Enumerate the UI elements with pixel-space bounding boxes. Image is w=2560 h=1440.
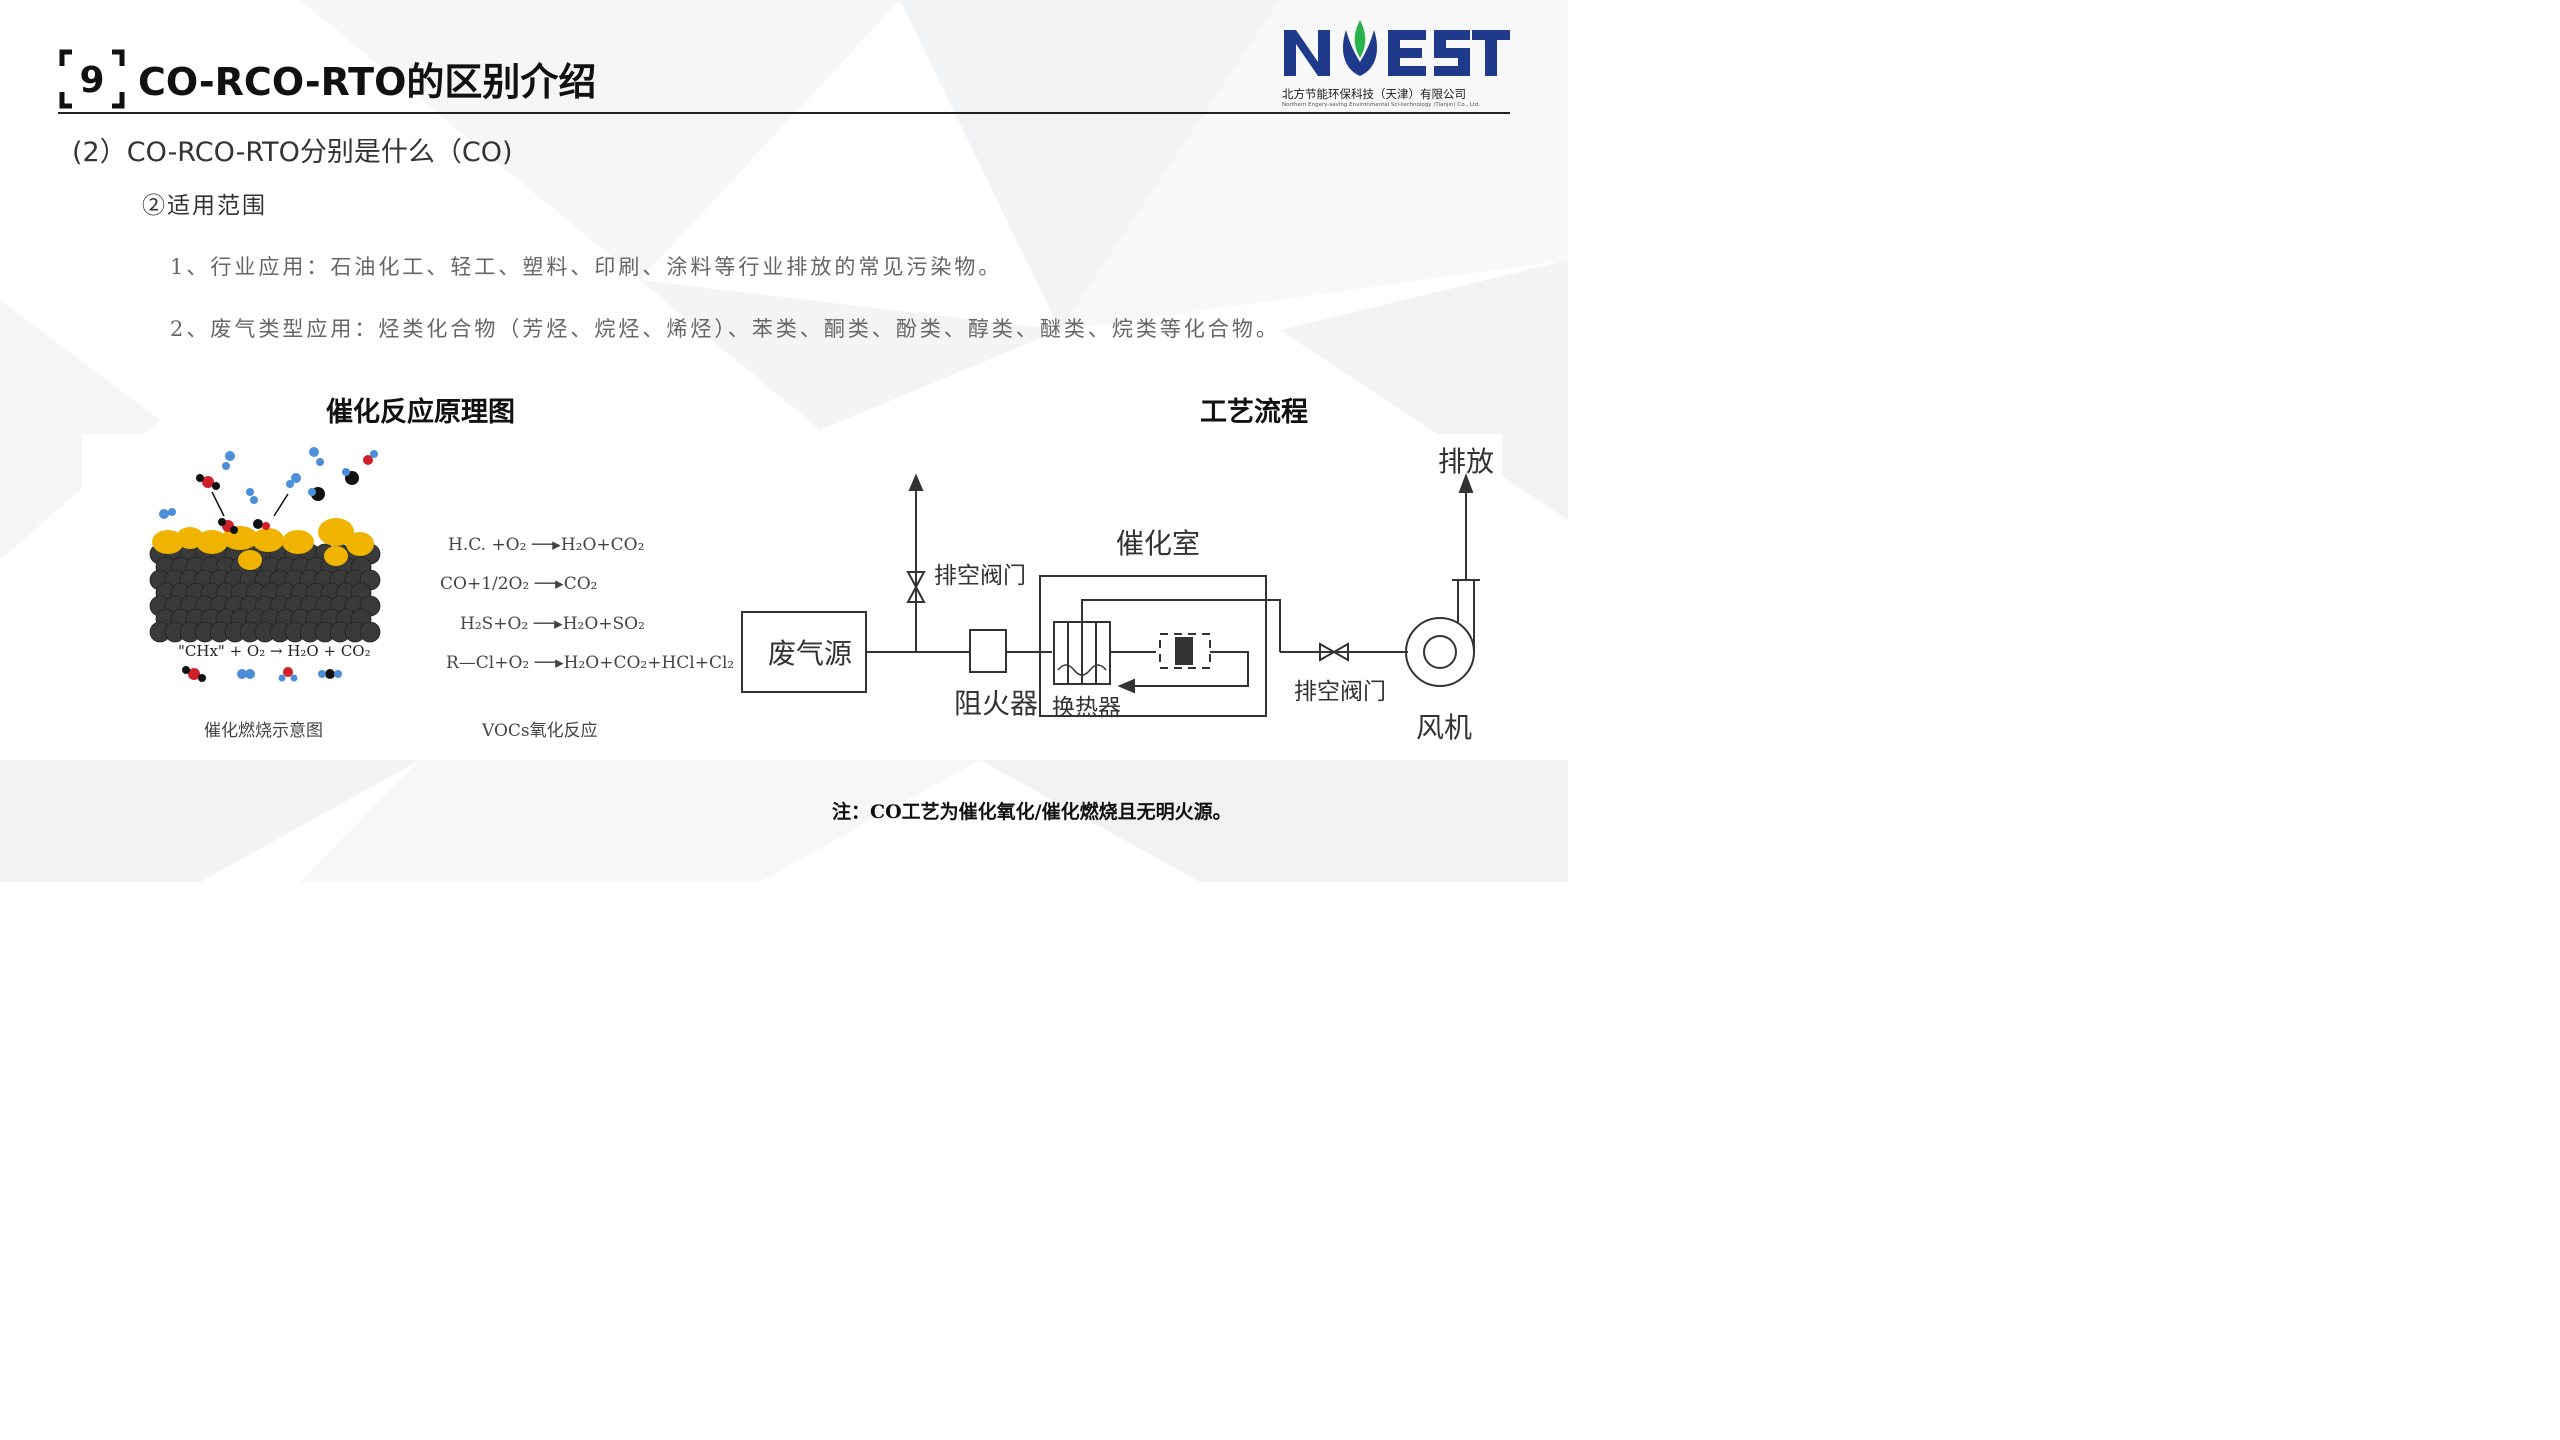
subtitle: (2）CO-RCO-RTO分别是什么（CO): [72, 137, 513, 168]
section-heading: ②适用范围: [142, 193, 267, 219]
label-heat-exchanger: 换热器: [1052, 695, 1121, 721]
reactions-label: VOCs氧化反应: [482, 721, 598, 741]
catalysis-equation: "CHx" + O₂ → H₂O + CO₂: [178, 642, 371, 660]
list-item-gas-type: 2、废气类型应用：烃类化合物（芳烃、烷烃、烯烃）、苯类、酮类、酚类、醇类、醚类、…: [170, 317, 1280, 341]
company-name-cn: 北方节能环保科技（天津）有限公司: [1282, 87, 1466, 101]
label-fan: 风机: [1416, 711, 1473, 744]
catalytic-chamber-box: [1039, 575, 1267, 717]
label-vent-valve-right: 排空阀门: [1294, 679, 1386, 705]
catalyst-particle: [359, 621, 381, 643]
catalyst-particles: [149, 543, 381, 643]
label-flame-arrester: 阻火器: [954, 687, 1039, 720]
section-number-bracket: [59, 49, 125, 109]
footnote: 注：CO工艺为催化氧化/催化燃烧且无明火源。: [832, 801, 1232, 823]
label-waste-gas-source: 废气源: [768, 637, 853, 670]
molecules: [159, 447, 378, 534]
section-number: 9: [79, 59, 105, 101]
caption-process-flow: 工艺流程: [1200, 397, 1308, 428]
label-catalytic-chamber: 催化室: [1116, 527, 1201, 560]
reaction-equation: CO+1/2O₂ ──▸CO₂: [440, 574, 598, 594]
page-title: CO-RCO-RTO的区别介绍: [138, 60, 597, 104]
figure-panel: "CHx" + O₂ → H₂O + CO₂ 催化燃烧示意图 H.C. +O₂ …: [82, 434, 1502, 754]
reaction-equation: H.C. +O₂ ──▸H₂O+CO₂: [448, 535, 645, 555]
title-underline: [58, 112, 1510, 114]
catalysis-diagram-label: 催化燃烧示意图: [204, 721, 323, 741]
reaction-equation: H₂S+O₂ ──▸H₂O+SO₂: [460, 614, 645, 634]
catalysis-illustration: "CHx" + O₂ → H₂O + CO₂: [149, 447, 381, 682]
caption-catalysis-principle: 催化反应原理图: [326, 397, 515, 428]
list-item-industry: 1、行业应用：石油化工、轻工、塑料、印刷、涂料等行业排放的常见污染物。: [170, 255, 1003, 279]
company-logo: [1284, 20, 1510, 76]
label-exhaust: 排放: [1438, 445, 1495, 478]
catalyst-support: [152, 518, 374, 570]
flame-arrester-box: [969, 629, 1007, 673]
company-name-en: Northern Engery-saving Environmental Sci…: [1282, 102, 1481, 108]
product-molecules: [182, 666, 342, 682]
catalyst-bed: [1175, 637, 1193, 665]
process-flow-diagram: [741, 473, 1480, 717]
fan-housing: [1405, 617, 1475, 687]
reaction-equation: R—Cl+O₂ ──▸H₂O+CO₂+HCl+Cl₂: [446, 653, 735, 673]
label-vent-valve-top: 排空阀门: [934, 563, 1026, 589]
